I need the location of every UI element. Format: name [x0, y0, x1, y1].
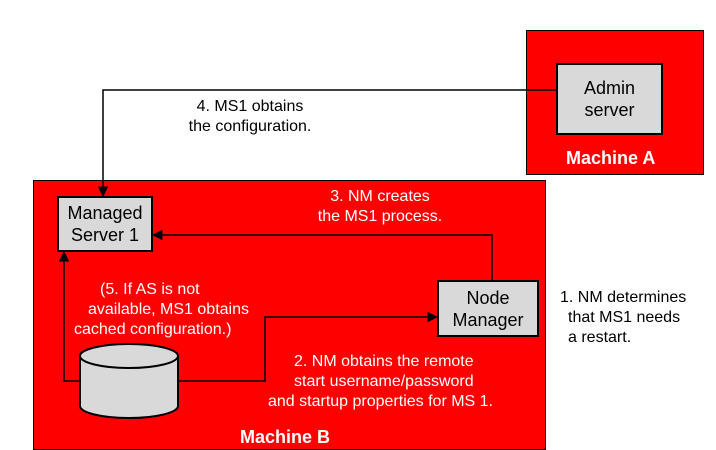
- database-cylinder-icon: [79, 343, 179, 419]
- step-1-line3: a restart.: [568, 329, 632, 346]
- node-manager-label-line1: Node: [466, 287, 510, 308]
- step-5-line2: available, MS1 obtains: [88, 301, 249, 318]
- step-1-line2: that MS1 needs: [568, 309, 681, 326]
- managed-server-label-line1: Managed: [67, 203, 143, 223]
- step-2-line3: and startup properties for MS 1.: [268, 393, 493, 410]
- step-4-note: 4. MS1 obtains the configuration.: [160, 97, 340, 137]
- arrow-nodemanager-to-managed: [151, 229, 493, 280]
- step-1-line1: 1. NM determines: [560, 289, 687, 306]
- step-5-line1: (5. If AS is not: [100, 281, 200, 298]
- managed-server-label-line2: Server 1: [70, 225, 140, 245]
- machine-b-label: Machine B: [240, 427, 331, 447]
- step-5-line3: cached configuration.): [74, 321, 232, 338]
- step-3-line2: the MS1 process.: [317, 208, 443, 225]
- step-4-line1: 4. MS1 obtains: [196, 98, 304, 115]
- admin-server-box: Admin server: [556, 63, 663, 135]
- node-manager-label-line2: Manager: [452, 309, 524, 330]
- arrow-datastore-to-nodemanager: [178, 311, 439, 382]
- step-3-note: 3. NM creates the MS1 process.: [300, 187, 460, 227]
- step-5-note: (5. If AS is not available, MS1 obtains …: [74, 280, 249, 340]
- step-4-line2: the configuration.: [188, 118, 312, 135]
- managed-server-box: Managed Server 1: [57, 196, 153, 252]
- step-2-line2: start username/password: [294, 373, 474, 390]
- step-2-note: 2. NM obtains the remote start username/…: [268, 352, 493, 412]
- step-2-line1: 2. NM obtains the remote: [294, 353, 474, 370]
- machine-a-label: Machine A: [566, 148, 656, 168]
- step-1-note: 1. NM determines that MS1 needs a restar…: [560, 288, 686, 348]
- admin-server-label-line2: server: [584, 100, 635, 120]
- admin-server-label-line1: Admin: [583, 78, 636, 98]
- step-3-line1: 3. NM creates: [330, 188, 430, 205]
- arrow-datastore-to-managed: [58, 250, 80, 382]
- node-manager-box: Node Manager: [437, 280, 539, 337]
- arrow-admin-to-managed: [97, 89, 556, 198]
